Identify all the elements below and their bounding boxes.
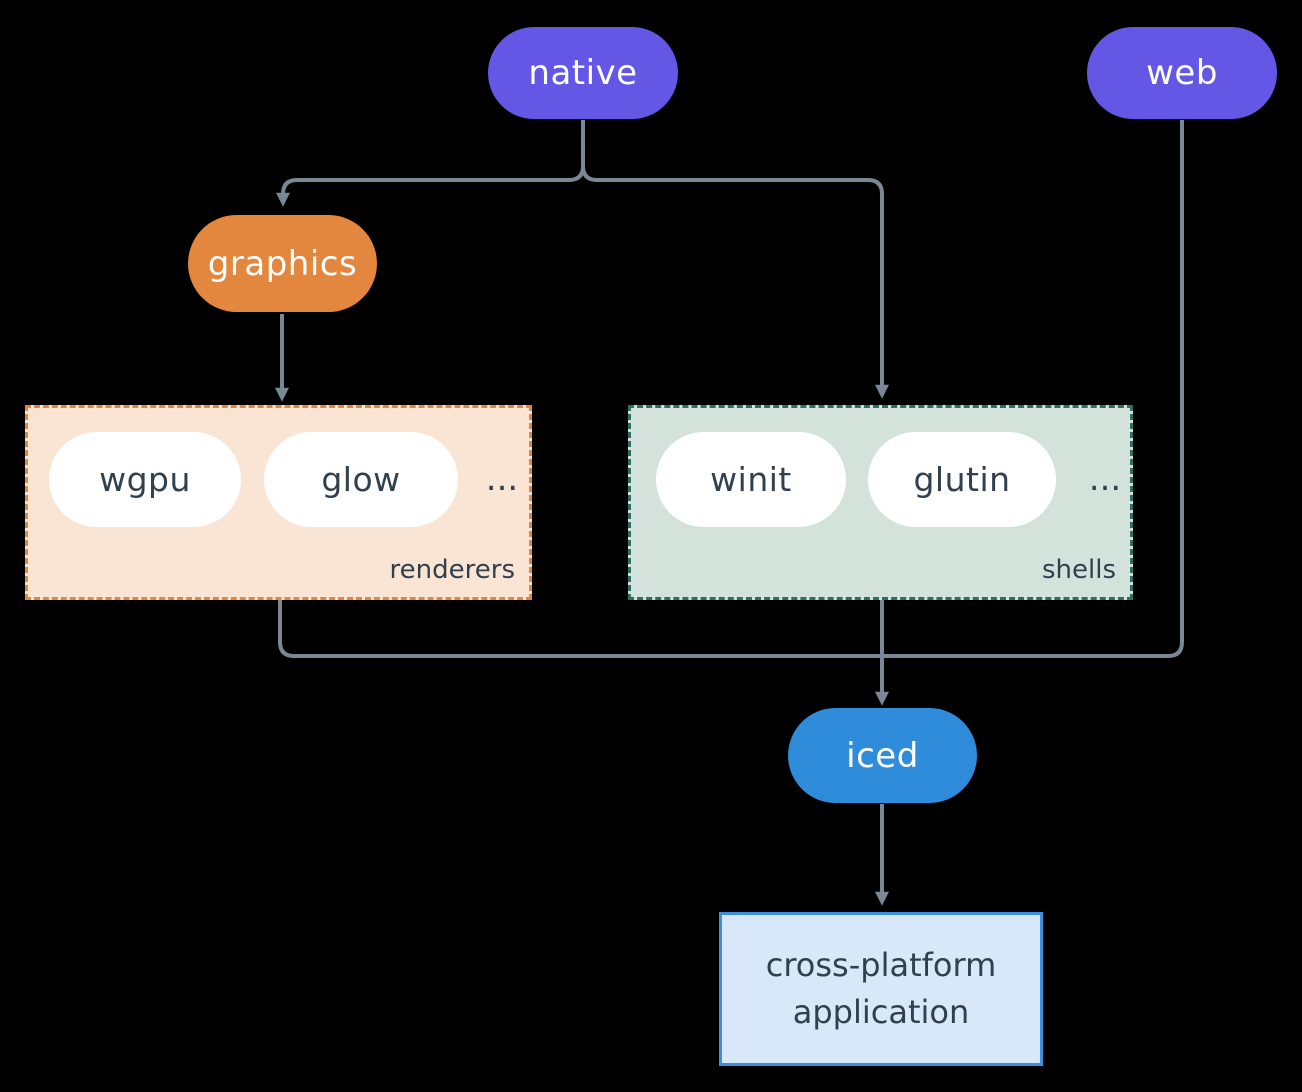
winit-node: winit [656,432,846,527]
native-label: native [528,53,638,93]
shells-ellipsis: ... [1088,459,1122,499]
glutin-label: glutin [913,460,1011,499]
renderers-group: wgpu glow ... renderers [25,405,532,600]
connector-native-to-shells [581,120,889,399]
cross-platform-application-node: cross-platform application [719,912,1043,1066]
iced-label: iced [846,735,919,776]
winit-label: winit [710,460,792,499]
glutin-node: glutin [868,432,1056,527]
wgpu-label: wgpu [99,460,191,499]
glow-label: glow [321,460,401,499]
web-node: web [1087,27,1277,119]
renderers-ellipsis: ... [485,459,519,499]
renderers-group-label: renderers [389,555,515,585]
cross-platform-application-label: cross-platform application [765,946,997,1031]
connector-native-to-graphics [276,120,585,207]
native-node: native [488,27,678,119]
shells-group: winit glutin ... shells [628,405,1133,600]
glow-node: glow [264,432,458,527]
graphics-node: graphics [188,215,377,312]
shells-group-label: shells [1041,555,1116,585]
web-label: web [1146,53,1218,93]
graphics-label: graphics [207,243,358,284]
iced-node: iced [788,708,977,803]
wgpu-node: wgpu [49,432,241,527]
connector-web-to-iced [884,120,1184,658]
connector-renderers-to-iced [278,600,880,658]
